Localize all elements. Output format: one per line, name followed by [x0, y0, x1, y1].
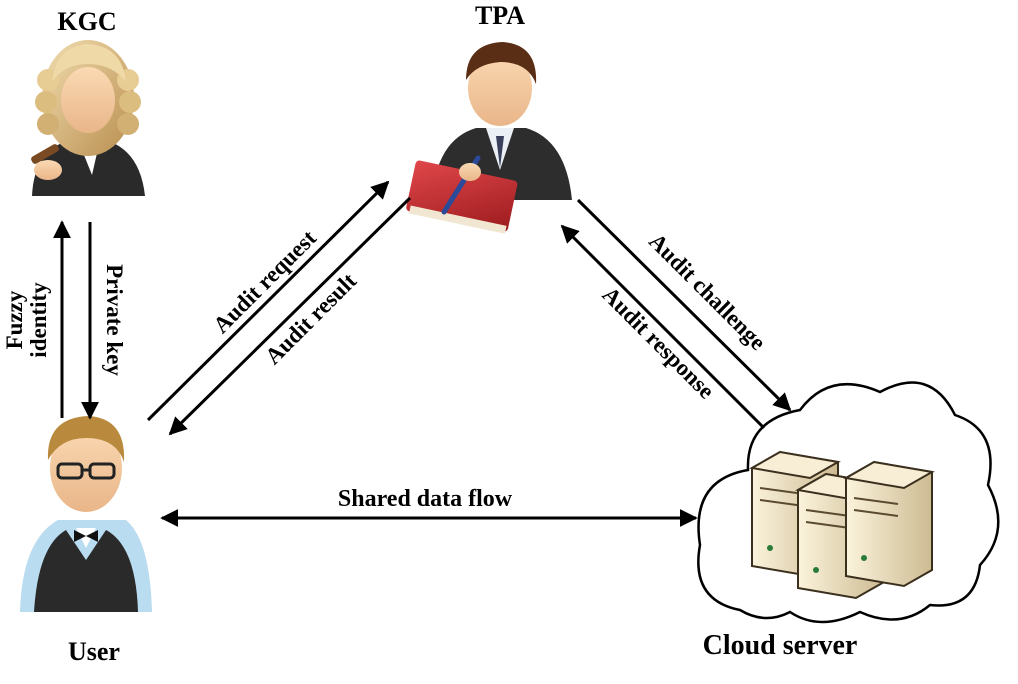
audit-challenge-arrow	[576, 198, 792, 412]
kgc-label: KGC	[57, 7, 116, 36]
tpa-node: TPA	[406, 1, 572, 234]
shared-data-flow-label: Shared data flow	[338, 486, 513, 512]
cloud-servers-icon	[697, 381, 1000, 624]
cloud-server-label: Cloud server	[703, 630, 858, 661]
fuzzy-identity-label-line1: Fuzzy	[2, 290, 27, 349]
fuzzy-identity-label-line2: identity	[26, 282, 51, 358]
cloud-server-node: Cloud server	[697, 381, 1000, 661]
user-label: User	[68, 637, 120, 666]
user-node: User	[20, 416, 152, 666]
audit-response-arrow	[560, 224, 766, 430]
audit-request-arrow	[146, 180, 390, 422]
audit-result-arrow	[168, 196, 412, 436]
judge-avatar-icon	[31, 40, 145, 196]
kgc-node: KGC	[31, 7, 145, 196]
tpa-label: TPA	[475, 1, 525, 30]
auditor-with-book-icon	[406, 42, 572, 234]
user-with-glasses-icon	[20, 416, 152, 612]
private-key-label: Private key	[102, 264, 127, 376]
